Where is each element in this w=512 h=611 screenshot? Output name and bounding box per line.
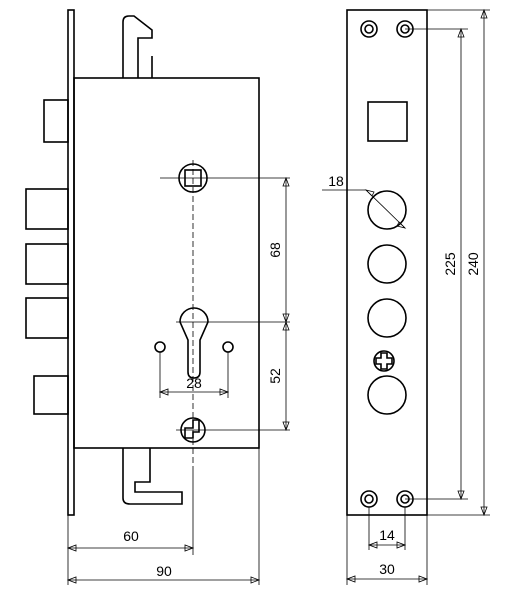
side-faceplate [67,9,75,516]
lower-follower-slot [184,419,200,439]
label-225: 225 [442,252,458,276]
top-rod-hook [122,15,153,78]
latch-window [367,101,408,142]
faceplate-front-view [322,8,490,585]
lock-side-view [25,9,290,585]
bolt-hole-2 [367,244,407,284]
label-240: 240 [465,252,481,276]
lock-case [73,77,260,449]
dead-bolt-3 [25,297,69,339]
dead-bolt-1 [25,188,69,230]
label-28: 28 [186,375,202,391]
label-14: 14 [379,527,395,543]
bolt-hole-3 [367,298,407,338]
dead-bolt-2 [25,243,69,285]
dim-18-leader [365,189,406,229]
bottom-screw-left [360,490,378,508]
bolt-hole-4 [367,375,407,415]
bottom-rod-hook [122,448,183,505]
euro-cylinder-cutout [179,307,209,379]
cylinder-fixing-hole-left [154,341,166,353]
cylinder-fixing-hole-right [222,341,234,353]
label-68: 68 [267,242,283,258]
cross-screw [373,350,395,372]
faceplate [346,9,428,516]
label-18: 18 [328,173,344,189]
latch-bolt [43,99,69,143]
top-screw-left [360,20,378,38]
label-52: 52 [267,368,283,384]
label-30: 30 [379,561,395,577]
label-60: 60 [123,528,139,544]
dead-bolt-4 [33,375,69,415]
label-90: 90 [156,563,172,579]
bolt-hole-1 [367,190,407,230]
